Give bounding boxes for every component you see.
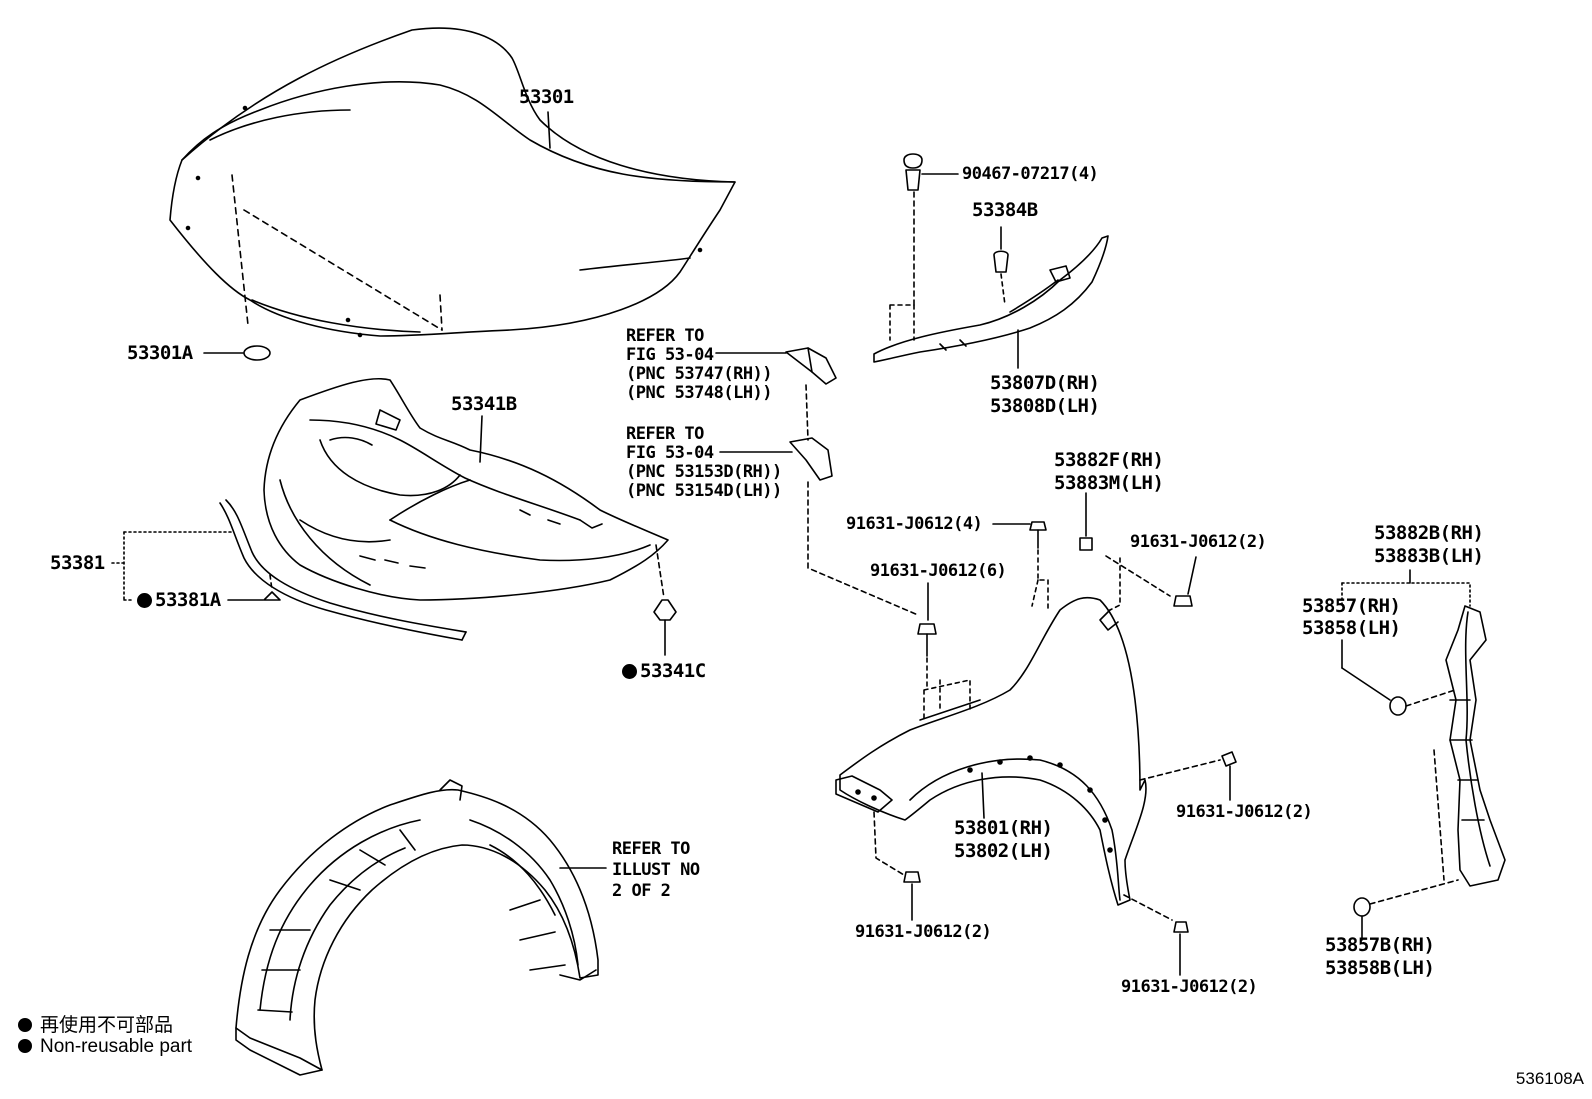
refer-1-line2: FIG 53-04 bbox=[626, 345, 714, 365]
label-seal-lower-rh: 53857B(RH) bbox=[1325, 934, 1435, 956]
label-seal-lower-lh: 53858B(LH) bbox=[1325, 957, 1435, 979]
hood-panel bbox=[169, 27, 736, 338]
refer-1-line4: (PNC 53748(LH)) bbox=[626, 383, 773, 403]
label-fender-rh: 53801(RH) bbox=[954, 817, 1053, 839]
refer-2-line2: FIG 53-04 bbox=[626, 443, 714, 463]
label-seal-upper-lh: 53858(LH) bbox=[1302, 617, 1401, 639]
non-reusable-dot bbox=[622, 664, 637, 679]
fender-seal-upper bbox=[873, 235, 1109, 363]
label-side-bracket-lh: 53883B(LH) bbox=[1374, 545, 1484, 567]
label-bolt-f: 91631-J0612(2) bbox=[1121, 977, 1258, 997]
upper-seal-shape bbox=[1389, 696, 1407, 716]
refer-1-line3: (PNC 53747(RH)) bbox=[626, 364, 773, 384]
label-fender-seal-rh: 53807D(RH) bbox=[990, 372, 1100, 394]
label-top-clip: 90467-07217(4) bbox=[962, 164, 1099, 184]
label-fender-seal-lh: 53808D(LH) bbox=[990, 395, 1100, 417]
non-reusable-dot bbox=[137, 593, 152, 608]
figure-code: 536108A bbox=[1515, 1069, 1584, 1088]
legend-english-text: Non-reusable part bbox=[40, 1036, 193, 1057]
wheel-liner bbox=[235, 779, 599, 1076]
bullet-dot-icon bbox=[18, 1018, 32, 1032]
top-clip-shape bbox=[903, 153, 923, 191]
refer-2-line3: (PNC 53153D(RH)) bbox=[626, 462, 782, 482]
label-bolt-e: 91631-J0612(2) bbox=[855, 922, 992, 942]
cushion-shape bbox=[993, 250, 1009, 273]
fender-bracket-shape bbox=[1079, 537, 1093, 551]
label-fender-lh: 53802(LH) bbox=[954, 840, 1053, 862]
refer-bracket-2 bbox=[719, 437, 833, 481]
refer-3-line2: ILLUST NO bbox=[612, 860, 700, 880]
label-bracket-lh: 53883M(LH) bbox=[1054, 472, 1164, 494]
label-hood: 53301 bbox=[519, 86, 574, 108]
front-fender bbox=[835, 596, 1147, 906]
legend-english: Non-reusable part bbox=[18, 1036, 192, 1058]
label-hood-seal: 53301A bbox=[127, 342, 193, 364]
refer-bracket-1 bbox=[715, 347, 837, 385]
legend-japanese-text: 再使用不可部品 bbox=[40, 1015, 174, 1036]
hood-seal-strip bbox=[219, 499, 467, 641]
refer-1-line1: REFER TO bbox=[626, 326, 704, 346]
refer-3-line3: 2 OF 2 bbox=[612, 881, 671, 901]
label-bolt-d: 91631-J0612(2) bbox=[1176, 802, 1313, 822]
bullet-dot-icon bbox=[18, 1039, 32, 1053]
label-side-bracket-rh: 53882B(RH) bbox=[1374, 522, 1484, 544]
seal-clip-shape bbox=[263, 591, 281, 601]
insulator-clip-shape bbox=[653, 599, 677, 656]
bolt-shapes bbox=[903, 521, 1237, 933]
label-hood-seal-strip: 53381 bbox=[50, 552, 105, 574]
label-insulator-clip: 53341C bbox=[640, 660, 706, 682]
label-bracket-rh: 53882F(RH) bbox=[1054, 449, 1164, 471]
hood-insulator bbox=[263, 377, 669, 601]
label-bolt-a: 91631-J0612(4) bbox=[846, 514, 983, 534]
hood-seal-shape bbox=[243, 345, 271, 361]
lower-seal-shape bbox=[1353, 897, 1371, 917]
label-bolt-c: 91631-J0612(6) bbox=[870, 561, 1007, 581]
label-seal-clip: 53381A bbox=[155, 589, 221, 611]
label-seal-upper-rh: 53857(RH) bbox=[1302, 595, 1401, 617]
legend-japanese: 再使用不可部品 bbox=[18, 1010, 173, 1037]
refer-2-line1: REFER TO bbox=[626, 424, 704, 444]
label-cushion: 53384B bbox=[972, 199, 1038, 221]
refer-2-line4: (PNC 53154D(LH)) bbox=[626, 481, 782, 501]
refer-3-line1: REFER TO bbox=[612, 839, 690, 859]
fender-side-bracket bbox=[1445, 605, 1506, 887]
label-bolt-b: 91631-J0612(2) bbox=[1130, 532, 1267, 552]
label-insulator: 53341B bbox=[451, 393, 517, 415]
